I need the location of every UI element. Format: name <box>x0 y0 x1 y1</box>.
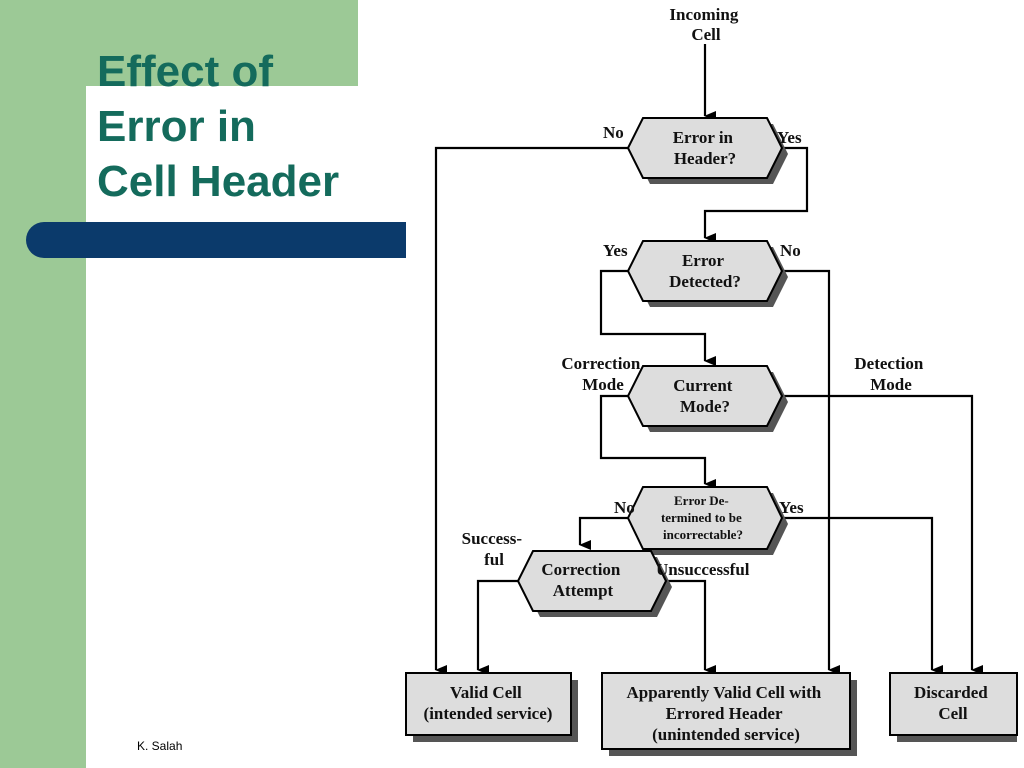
label-incorrectable-yes: Yes <box>779 498 804 517</box>
decision-current-mode: Current Mode? <box>626 365 788 432</box>
outcome-line: (unintended service) <box>652 725 800 744</box>
outcome-line: Errored Header <box>666 704 783 723</box>
green-side-band <box>0 0 86 768</box>
svg-text:Correction Attempt: Correction Attempt <box>541 560 624 600</box>
decision-error-in-header: Error in Header? <box>626 117 788 184</box>
label-header-yes: Yes <box>777 128 802 147</box>
outcome-line: (intended service) <box>424 704 553 723</box>
outcome-valid-cell: Valid Cell (intended service) <box>405 672 578 742</box>
label-detection-mode: Detection Mode <box>854 354 927 394</box>
outcome-discarded-cell: Discarded Cell <box>889 672 1018 742</box>
start-line: Incoming <box>669 5 738 24</box>
decision-line: Detected? <box>669 272 741 291</box>
label-successful: Success- ful <box>462 529 527 569</box>
decision-line: Mode? <box>680 397 730 416</box>
outcome-line: Apparently Valid Cell with <box>626 683 821 702</box>
decision-incorrectable: Error De- termined to be incorrectable? <box>626 486 788 555</box>
decision-line: Error De- <box>674 493 729 508</box>
arrow-incorrectable-yes <box>767 516 943 675</box>
outcome-apparently-valid-cell: Apparently Valid Cell with Errored Heade… <box>601 672 857 756</box>
svg-text:Error in Header?: Error in Header? <box>673 128 738 168</box>
start-label: Incoming Cell <box>669 5 742 44</box>
title-line: Cell Header <box>97 157 340 206</box>
label-unsuccessful: Unsuccessful <box>656 560 750 579</box>
decision-line: Error <box>682 251 725 270</box>
arrow-detected-no <box>767 269 840 675</box>
label-correction-mode: Correction Mode <box>561 354 644 394</box>
decision-line: Header? <box>674 149 736 168</box>
arrow-detection-mode <box>767 394 983 675</box>
title-line: Effect of <box>97 47 273 96</box>
outcome-line: Valid Cell <box>450 683 522 702</box>
arrow-header-no <box>434 146 643 675</box>
label-detected-no: No <box>780 241 801 260</box>
arrow-header-yes <box>703 146 809 243</box>
decision-line: Current <box>673 376 733 395</box>
decision-line: Attempt <box>553 581 614 600</box>
label-incorrectable-no: No <box>614 498 635 517</box>
decision-line: Error in <box>673 128 734 147</box>
title-underline-bar <box>26 222 406 258</box>
label-header-no: No <box>603 123 624 142</box>
connectors <box>434 44 983 675</box>
arrow-correction-mode <box>599 394 716 489</box>
decision-line: incorrectable? <box>663 527 743 542</box>
title-line: Error in <box>97 102 256 151</box>
svg-text:Error De- termined to be: Error De- termined to be incorrectable? <box>661 493 745 542</box>
footer-author: K. Salah <box>137 739 183 753</box>
start-line: Cell <box>691 25 721 44</box>
decision-error-detected: Error Detected? <box>626 240 788 307</box>
svg-text:Error Detected?: Error Detected? <box>669 251 741 291</box>
decision-line: termined to be <box>661 510 742 525</box>
svg-text:Current Mode?: Current Mode? <box>673 376 736 416</box>
decision-correction-attempt: Correction Attempt <box>516 550 672 617</box>
arrow-incorrectable-no <box>578 516 643 550</box>
outcome-line: Cell <box>938 704 968 723</box>
svg-text:Valid Cell (intended ser: Valid Cell (intended service) <box>424 683 553 723</box>
arrow-attempt-successful <box>476 579 519 675</box>
svg-text:Apparently Valid Cell with: Apparently Valid Cell with Errored Heade… <box>626 683 825 744</box>
slide-title: Effect of Error in Cell Header <box>97 44 339 209</box>
svg-text:Discarded Cell: Discarded Cell <box>914 683 992 723</box>
outcome-line: Discarded <box>914 683 988 702</box>
label-detected-yes: Yes <box>603 241 628 260</box>
decision-line: Correction <box>541 560 621 579</box>
arrow-detected-yes <box>599 269 716 366</box>
